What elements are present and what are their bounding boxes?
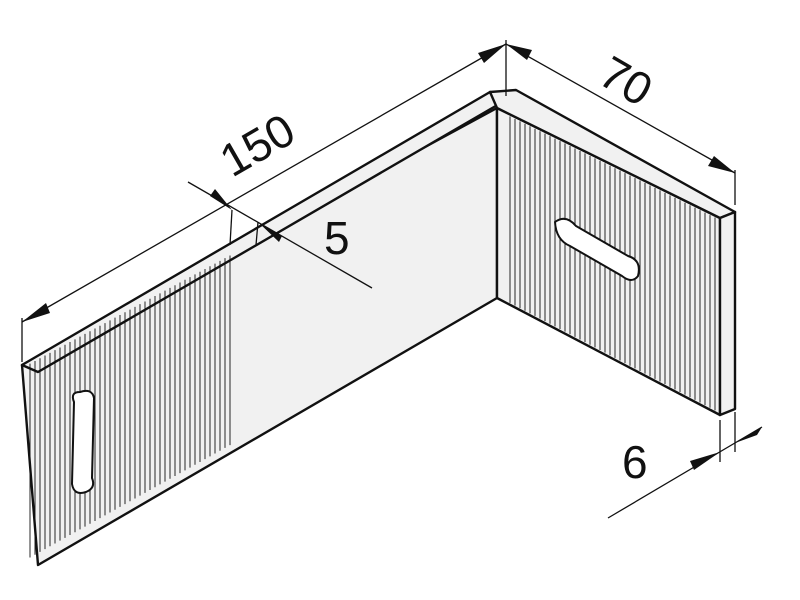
dimension-5-arrow-right — [258, 222, 282, 242]
short-plate-end-edge — [718, 210, 737, 417]
short-plate — [488, 88, 737, 417]
long-plate-slot — [70, 389, 96, 494]
dimension-70-arrow-left — [506, 44, 532, 60]
dimension-70-label: 70 — [591, 46, 661, 117]
long-plate — [20, 90, 508, 567]
dimension-6-arrow-right — [735, 427, 762, 443]
dimension-6-label: 6 — [622, 436, 648, 488]
dimension-150-line — [21, 43, 507, 323]
dimension-150-label: 150 — [211, 103, 303, 186]
dimension-70-line — [505, 43, 736, 174]
dimension-150-arrow-right — [478, 44, 506, 63]
short-plate-slot — [553, 217, 640, 281]
dimension-6: 6 — [607, 412, 763, 519]
dimension-70-arrow-right — [708, 156, 735, 173]
dimension-6-arrow-left — [690, 452, 720, 470]
dimension-5-arrow-left — [210, 189, 232, 210]
dimension-150-arrow-left — [22, 303, 50, 322]
dimension-5: 5 — [187, 181, 373, 289]
dimension-5-label: 5 — [324, 212, 350, 264]
dimension-6-line — [607, 426, 763, 519]
